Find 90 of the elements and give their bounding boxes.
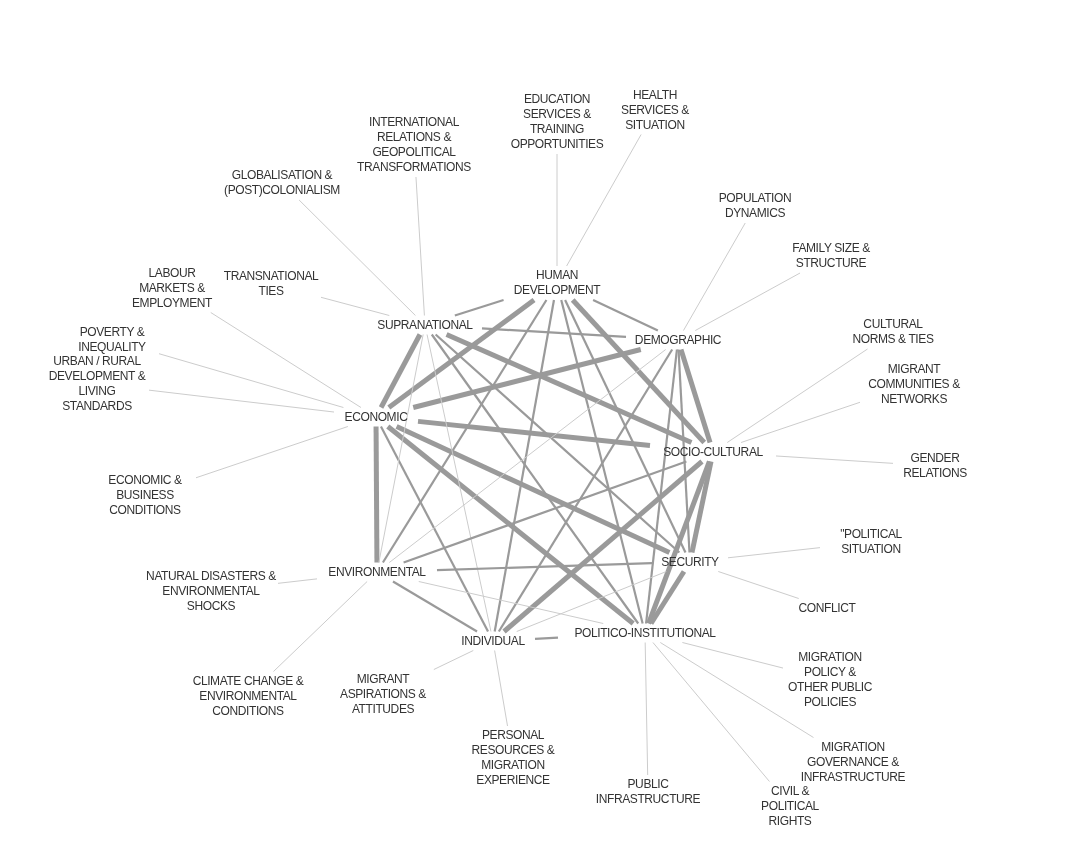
node-label: POVERTY & INEQUALITY [67,325,157,355]
connector-line [454,298,504,317]
connector-line [436,562,653,572]
node-label: DEMOGRAPHIC [628,332,728,348]
connector-line [740,401,861,443]
connector-line [481,327,627,338]
connector-line [387,298,536,410]
connector-line [277,578,318,584]
connector-line [148,389,335,413]
node-label: NATURAL DISASTERS & ENVIRONMENTAL SHOCKS [146,568,276,614]
node-label: CULTURAL NORMS & TIES [843,317,943,347]
node-label: PUBLIC INFRASTRUCTURE [594,777,702,807]
connector-line [592,299,659,332]
node-label: HUMAN DEVELOPMENT [502,268,612,298]
node-label: URBAN / RURAL DEVELOPMENT & LIVING STANDARDS [47,354,147,414]
node-label: GENDER RELATIONS [895,451,975,481]
connector-line [775,455,894,464]
connector-line [380,426,489,632]
node-label: SUPRANATIONAL [370,317,480,333]
connector-line [386,424,635,626]
node-label: MIGRANT COMMUNITIES & NETWORKS [862,361,966,407]
connector-line [689,461,714,553]
node-label: PERSONAL RESOURCES & MIGRATION EXPERIENCE [458,728,568,788]
node-label: ECONOMIC [336,409,416,425]
connector-line [388,349,667,563]
node-label: "POLITICAL SITUATION [822,527,920,557]
node-label: LABOUR MARKETS & EMPLOYMENT [122,265,222,311]
connector-line [434,333,681,554]
node-label: CONFLICT [787,600,867,616]
node-label: POPULATION DYNAMICS [705,191,805,221]
node-label: MIGRANT ASPIRATIONS & ATTITUDES [323,671,443,717]
connector-line [195,426,349,479]
connector-line [494,650,509,727]
node-label: MIGRATION POLICY & OTHER PUBLIC POLICIES [785,650,875,710]
node-label: SECURITY [654,554,726,570]
connector-line [677,349,691,553]
node-label: SOCIO-CULTURAL [652,444,774,460]
node-label: EDUCATION SERVICES & TRAINING OPPORTUNITIES [501,92,613,152]
connector-line [644,642,649,776]
connector-line [652,642,770,782]
connector-line [560,299,644,624]
connector-line [298,199,416,316]
connector-line [534,636,559,640]
node-label: POLITICO-INSTITUTIONAL [560,625,730,641]
connector-line [426,334,492,632]
node-label: MIGRATION GOVERNANCE & INFRASTRUCTURE [793,739,913,785]
connector-line [570,298,707,445]
connector-line [320,296,390,316]
connector-line [273,581,368,672]
node-label: HEALTH SERVICES & SITUATION [614,87,696,133]
node-label: TRANSNATIONAL TIES [223,269,319,299]
connector-line [382,299,548,564]
connector-line [564,299,687,553]
connector-line [678,348,713,444]
node-label: FAMILY SIZE & STRUCTURE [781,241,881,271]
connector-line [445,332,693,445]
node-label: ENVIRONMENTAL [319,564,435,580]
connector-line [418,581,604,624]
connector-line [412,347,642,410]
connector-line [727,547,821,559]
connector-line [681,642,784,669]
connector-line [417,418,651,448]
connector-line [646,460,712,625]
connector-line [502,459,704,634]
connector-line [726,348,868,443]
connector-line [659,642,814,738]
node-label: CIVIL & POLITICAL RIGHTS [754,783,826,829]
connector-line [158,353,344,408]
connector-line [392,580,478,633]
connector-line [648,570,687,625]
connector-line [210,312,362,408]
connector-line [373,426,380,563]
connector-line [644,349,679,624]
node-label: ECONOMIC & BUSINESS CONDITIONS [96,472,194,518]
node-label: INDIVIDUAL [453,633,533,649]
connector-line [694,272,801,331]
connector-line [403,460,687,564]
connector-line [433,650,474,670]
connector-line [415,176,425,316]
connector-line [493,299,556,632]
connector-line [566,134,642,267]
connector-line [497,348,674,633]
node-label: CLIMATE CHANGE & ENVIRONMENTAL CONDITIONS [183,673,313,719]
connector-line [682,222,746,331]
connector-line [378,334,424,563]
connector-line [516,571,667,632]
connector-line [717,571,800,599]
connector-line [430,333,640,625]
connector-line [378,333,423,409]
connector-line [395,424,671,555]
